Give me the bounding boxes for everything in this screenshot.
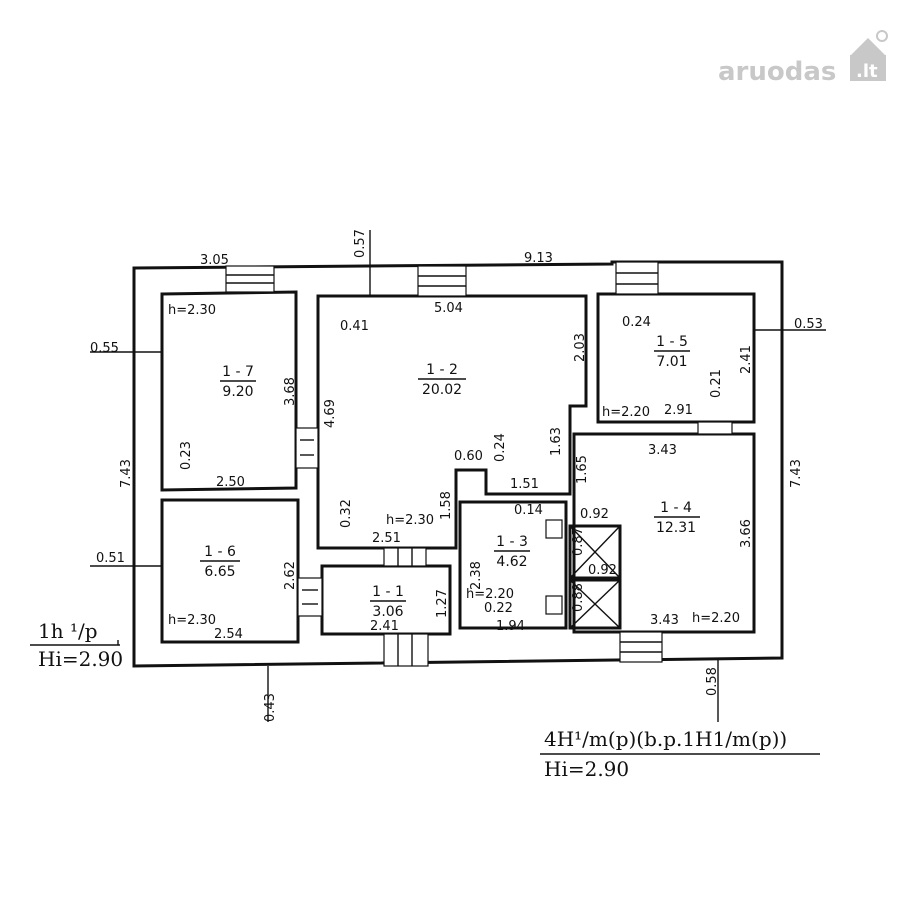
doors	[295, 421, 733, 617]
dim-label: 0.53	[794, 317, 823, 332]
dim-label: 0.32	[339, 499, 354, 528]
watermark-roof-icon	[850, 38, 886, 56]
dim-label: 2.38	[469, 561, 484, 590]
note-floor-right: 4H¹/m(p)(b.p.1H1/m(p))	[544, 727, 787, 751]
height-label: h=2.30	[168, 613, 216, 628]
window-room-1-7	[225, 265, 275, 293]
dim-label: 0.92	[580, 507, 609, 522]
dim-label: 1.94	[496, 619, 525, 634]
dim-label: 3.66	[739, 519, 754, 548]
height-label: h=2.20	[692, 611, 740, 626]
dimension-lines	[30, 230, 826, 755]
dim-label: 4.69	[323, 399, 338, 428]
dim-label: 1.58	[439, 491, 454, 520]
dim-label: 0.43	[263, 693, 278, 722]
dim-label: 2.91	[664, 403, 693, 418]
watermark-smoke-icon	[876, 30, 888, 42]
dim-label: 0.23	[179, 441, 194, 470]
room-labels: 1 - 7 9.20 1 - 2 20.02 1 - 5 7.01 1 - 4 …	[200, 334, 700, 620]
outer-walls	[132, 260, 784, 668]
dim-label: 1.65	[575, 455, 590, 484]
dimension-labels: 3.05 0.57 9.13 5.04 0.41 2.03 0.24 0.53 …	[90, 229, 823, 722]
dim-label: 0.57	[353, 229, 368, 258]
dim-label: 0.92	[588, 563, 617, 578]
room-area: 12.31	[656, 520, 696, 536]
entrance-door	[383, 633, 429, 667]
note-height-left: Hi=2.90	[38, 647, 123, 671]
dim-label: 2.41	[370, 619, 399, 634]
dim-label: 0.41	[340, 319, 369, 334]
dim-label: 0.87	[571, 527, 586, 556]
dim-label: 5.04	[434, 301, 463, 316]
window-room-1-4	[619, 631, 663, 663]
dim-label: 0.51	[96, 551, 125, 566]
room-id: 1 - 4	[660, 500, 692, 516]
dim-label: 7.43	[119, 459, 134, 488]
dim-label: 2.51	[372, 531, 401, 546]
dim-label: 3.05	[200, 253, 229, 268]
dim-label: 0.55	[90, 341, 119, 356]
dim-label: 1.27	[435, 589, 450, 618]
dim-label: 0.14	[514, 503, 543, 518]
room-id: 1 - 3	[496, 534, 528, 550]
shafts	[568, 524, 622, 630]
watermark: aruodas .lt	[718, 30, 888, 87]
dim-label: 2.41	[739, 345, 754, 374]
dim-label: 3.43	[648, 443, 677, 458]
height-label: h=2.30	[168, 303, 216, 318]
dim-label: 0.24	[622, 315, 651, 330]
height-label: h=2.20	[466, 587, 514, 602]
dim-label: 0.24	[493, 433, 508, 462]
dim-label: 2.50	[216, 475, 245, 490]
dim-label: 0.21	[709, 369, 724, 398]
notes: 1h ¹/p Hi=2.90 4H¹/m(p)(b.p.1H1/m(p)) Hi…	[38, 619, 787, 781]
room-area: 7.01	[656, 354, 687, 370]
note-height-right: Hi=2.90	[544, 757, 629, 781]
room-id: 1 - 5	[656, 334, 688, 350]
watermark-tld: .lt	[856, 61, 878, 82]
dim-label: 3.43	[650, 613, 679, 628]
room-area: 3.06	[372, 604, 403, 620]
room-area: 20.02	[422, 382, 462, 398]
dim-label: 7.43	[789, 459, 804, 488]
note-floor-left: 1h ¹/p	[38, 619, 98, 643]
dim-label: 2.62	[283, 561, 298, 590]
dim-label: 1.51	[510, 477, 539, 492]
room-id: 1 - 7	[222, 364, 254, 380]
dim-label: 1.63	[549, 427, 564, 456]
dim-label: 9.13	[524, 251, 553, 266]
windows	[225, 261, 663, 667]
dim-label: 0.58	[705, 667, 720, 696]
dim-label: 3.68	[283, 377, 298, 406]
room-area: 4.62	[496, 554, 527, 570]
room-id: 1 - 6	[204, 544, 236, 560]
dim-label: 2.03	[573, 333, 588, 362]
height-label: h=2.20	[602, 405, 650, 420]
height-label: h=2.30	[386, 513, 434, 528]
room-id: 1 - 1	[372, 584, 404, 600]
window-room-1-5	[615, 261, 659, 295]
room-area: 9.20	[222, 384, 253, 400]
watermark-house-icon	[850, 55, 886, 81]
room-id: 1 - 2	[426, 362, 458, 378]
room-area: 6.65	[204, 564, 235, 580]
dim-label: 2.54	[214, 627, 243, 642]
dim-label: 0.88	[571, 583, 586, 612]
watermark-brand: aruodas	[718, 57, 836, 87]
height-labels: h=2.30 h=2.30 h=2.30 h=2.20 h=2.20 h=2.2…	[168, 303, 740, 628]
window-room-1-2	[417, 265, 467, 297]
dim-label: 0.60	[454, 449, 483, 464]
dim-label: 0.22	[484, 601, 513, 616]
